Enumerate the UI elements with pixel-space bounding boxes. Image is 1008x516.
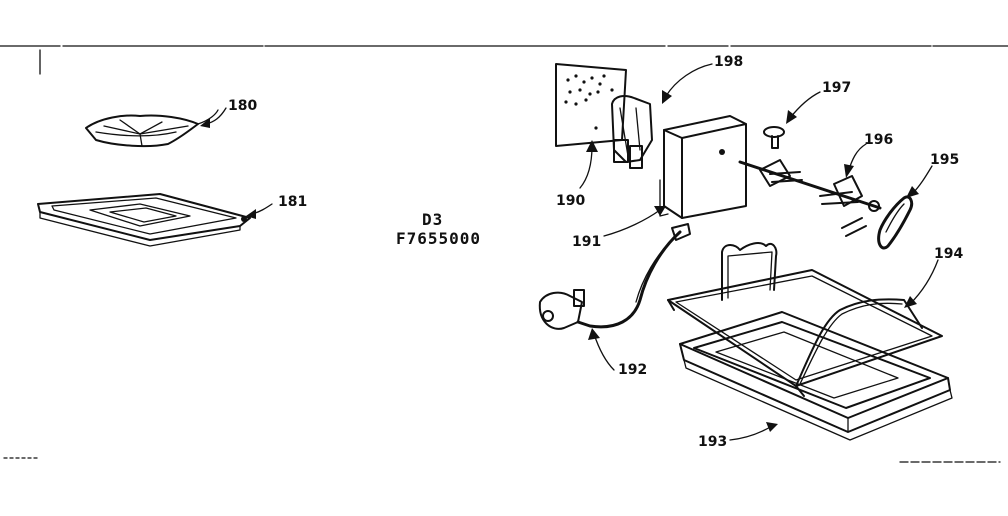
label-192: 192: [618, 362, 647, 378]
part-180-drawing: [85, 109, 219, 148]
part-197-screw-drawing: [763, 126, 785, 149]
part-190-bracket-drawing: [555, 63, 627, 147]
label-191: 191: [572, 234, 601, 250]
label-196: 196: [864, 132, 893, 148]
part-193-pan-drawing: [679, 311, 953, 441]
part-195-handle-drawing: [877, 195, 914, 250]
part-192-cord-drawing: [538, 223, 691, 330]
label-197: 197: [822, 80, 851, 96]
label-198: 198: [714, 54, 743, 70]
part-198-motor-drawing: [611, 95, 653, 169]
page-border: [0, 45, 1008, 463]
label-180: 180: [228, 98, 257, 114]
label-194: 194: [934, 246, 963, 262]
label-181: 181: [278, 194, 307, 210]
leader-lines: [200, 63, 939, 441]
diagram-code-line2: F7655000: [396, 229, 481, 248]
label-193: 193: [698, 434, 727, 450]
diagram-code-line1: D3: [422, 210, 443, 229]
part-181-drawing: [37, 193, 251, 247]
part-191-box-drawing: [659, 115, 747, 219]
part-194-rack-drawing: [667, 242, 943, 397]
label-190: 190: [556, 193, 585, 209]
part-196-spit-drawing: [738, 159, 882, 237]
label-195: 195: [930, 152, 959, 168]
